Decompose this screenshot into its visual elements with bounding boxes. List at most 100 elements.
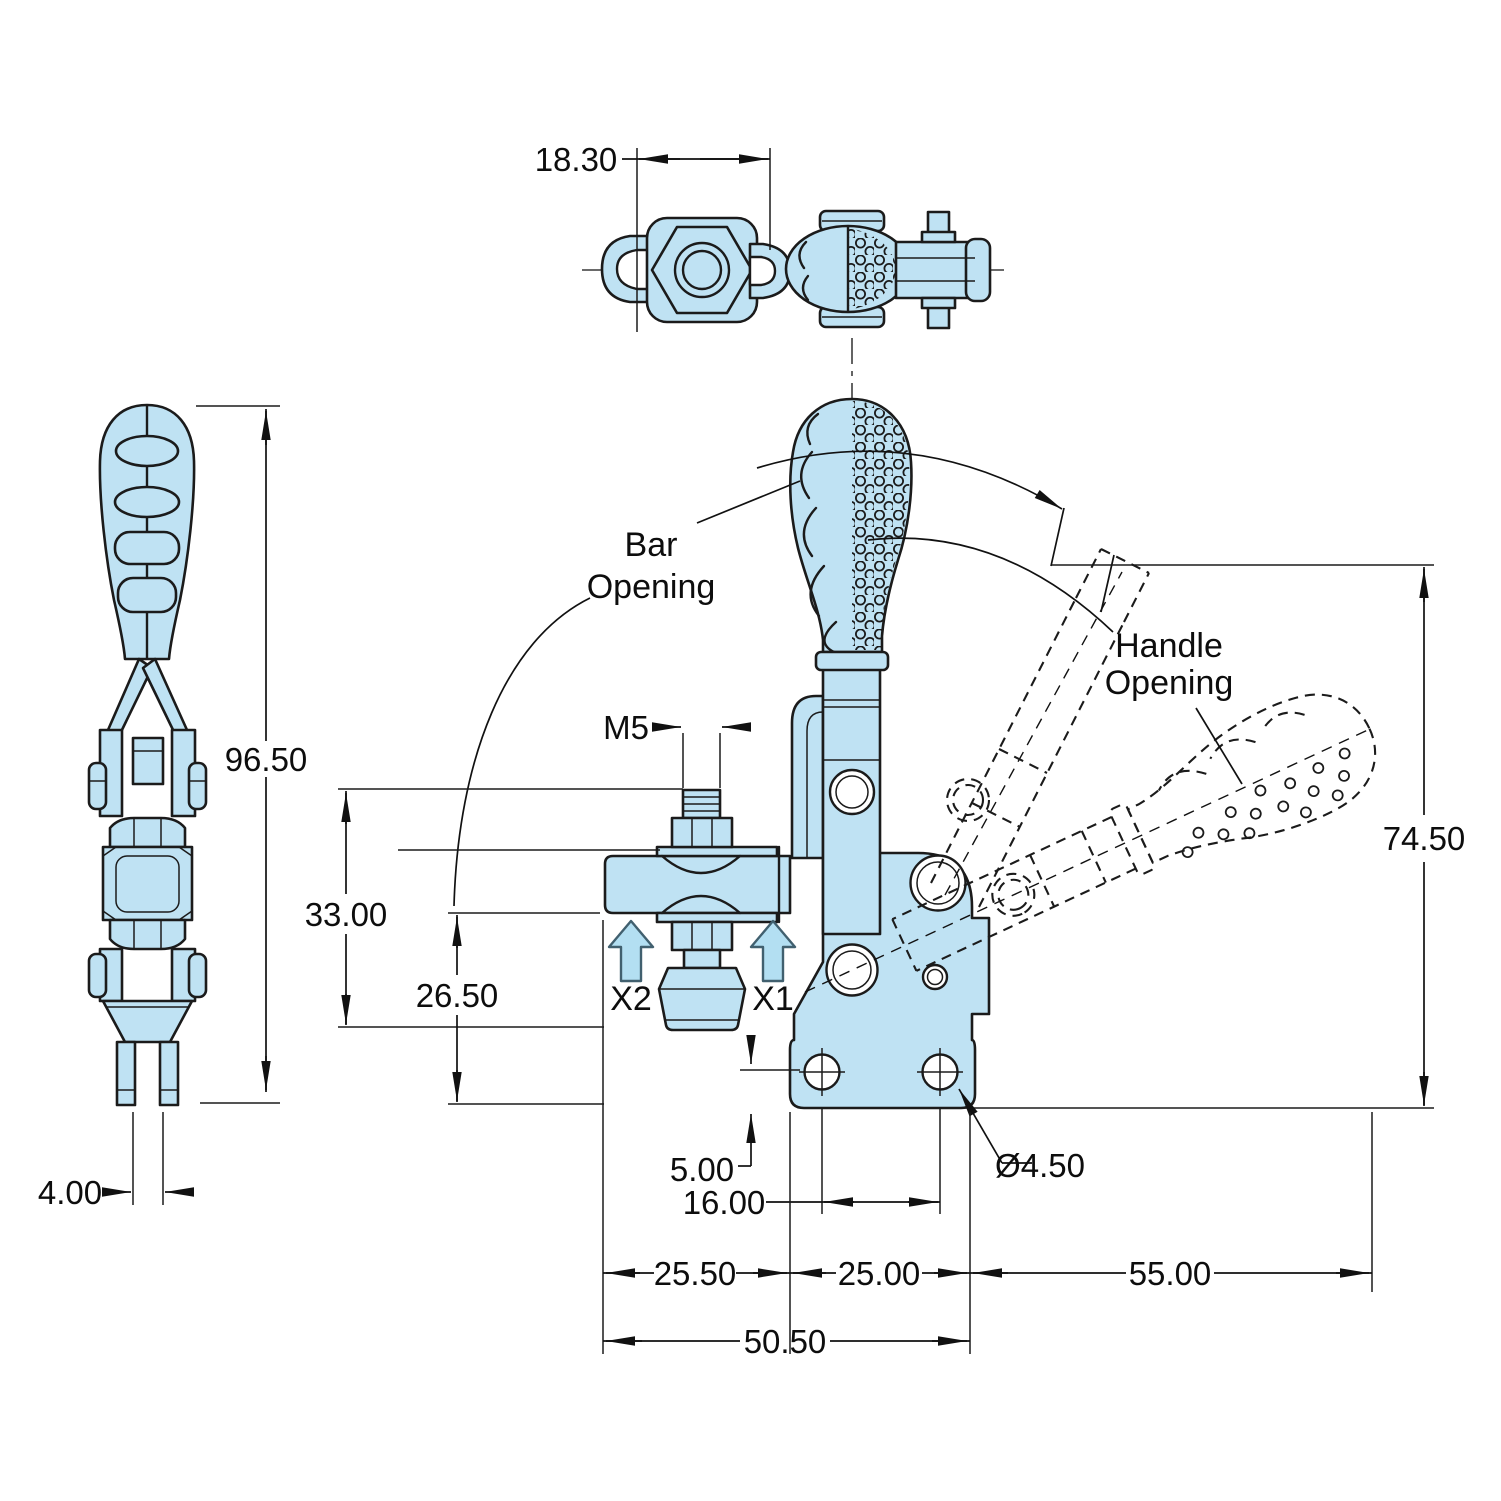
link-arm-top	[894, 240, 978, 300]
dim-spindle-height-text: 33.00	[305, 896, 388, 933]
side-hex-upper	[108, 816, 187, 849]
front-view	[603, 338, 991, 1110]
grip-scallop-0	[806, 412, 820, 446]
knob-scallop-a	[798, 240, 808, 270]
spindle-circle-inner	[681, 249, 723, 291]
blk-c1	[102, 846, 117, 857]
dim-open-height: 74.50	[960, 564, 1466, 1109]
side-block-inner	[115, 855, 180, 913]
stud-bottom	[920, 296, 957, 330]
spindle-foot	[657, 966, 747, 1032]
side-prong-left	[115, 1040, 137, 1107]
spindle-nut-lower	[670, 920, 734, 952]
dim-base-overall-text: 50.50	[744, 1323, 827, 1360]
body-ear-inner	[806, 711, 824, 858]
blk-c3	[102, 910, 117, 921]
dim-fork-width-text: 4.00	[38, 1174, 102, 1211]
dim-bar-height: 26.50	[416, 912, 604, 1105]
open-handle-axis	[804, 727, 1373, 993]
handle-opening-arc	[867, 537, 1114, 633]
force-arrows: X2 X1	[607, 919, 797, 1018]
bar-opening-label-1: Bar	[625, 526, 678, 564]
handle-grip-dots	[852, 401, 910, 650]
side-hex-lower	[108, 918, 187, 951]
x2-arrow	[607, 919, 655, 983]
dim-base-width-text: 25.00	[838, 1255, 921, 1292]
bar-opening-label-2: Opening	[587, 568, 716, 606]
bar-opening-leader	[696, 480, 801, 524]
dim-left-overhang-text: 25.50	[654, 1255, 737, 1292]
open-limit-tick-1	[1050, 507, 1065, 567]
open-bar-rod	[930, 548, 1150, 908]
knob-top-dots	[848, 228, 896, 310]
bar-cradle-top	[660, 854, 742, 875]
grip-groove-3	[113, 530, 181, 566]
dim-hole-spacing-text: 16.00	[683, 1184, 766, 1221]
dim-spindle-height: 33.00	[305, 788, 683, 1028]
lower-pivot-inner	[832, 950, 872, 990]
dim-fork-width: 4.00	[38, 1112, 194, 1211]
bar-plate-bottom	[655, 911, 779, 924]
upper-pivot-outer	[909, 854, 967, 912]
x2-label: X2	[610, 980, 652, 1018]
upper-pivot-inner	[916, 861, 960, 905]
side-bolt-ul	[87, 761, 108, 811]
dim-hole-offset: 5.00	[670, 1035, 800, 1188]
side-bolt-lr	[187, 952, 208, 999]
dim-hole-offset-text: 5.00	[670, 1151, 734, 1188]
dim-overall-height: 96.50	[196, 405, 308, 1104]
dim-overall-height-text: 96.50	[225, 741, 308, 778]
grip-groove-2	[113, 485, 181, 519]
bar-cradle-bottom	[660, 894, 742, 915]
right-loop-slot	[748, 255, 777, 287]
side-strut-right	[141, 657, 189, 736]
grip-collar	[814, 650, 890, 672]
dim-bar-height-text: 26.50	[416, 977, 499, 1014]
dim-top-width-text: 18.30	[535, 141, 618, 178]
dim-top-width: 18.30	[535, 141, 771, 332]
stud-top	[920, 210, 957, 244]
open-bar-axis	[944, 571, 1123, 896]
handle-opening-leader	[1195, 707, 1243, 785]
handle-opening-label-2: Opening	[1105, 664, 1234, 702]
dim-hole-diameter-text: Ø4.50	[995, 1147, 1085, 1184]
open-position-dashed	[804, 548, 1377, 993]
grip-groove-1	[114, 434, 180, 468]
open-handle-dots	[1181, 747, 1351, 859]
dim-open-height-text: 74.50	[1383, 820, 1466, 857]
blk-c4	[178, 910, 193, 921]
bar-plate-top	[655, 845, 779, 858]
spindle-nut-upper	[670, 816, 734, 849]
handle-opening-label-1: Handle	[1115, 627, 1223, 665]
spindle-collar	[682, 948, 722, 970]
grip-scallop-4	[823, 620, 838, 654]
top-view	[582, 209, 1004, 330]
dim-bottom-rows: 25.50 25.00 55.00 50.50	[602, 920, 1373, 1360]
side-stem	[131, 736, 165, 786]
side-view	[87, 403, 208, 1107]
clamp-bar	[603, 854, 792, 915]
side-bolt-ll	[87, 952, 108, 999]
motion-arcs: Bar Opening Handle Opening	[398, 450, 1243, 907]
shaft-hole-inner	[835, 775, 869, 809]
open-handle	[891, 693, 1377, 972]
grip-scallop-2	[802, 506, 818, 558]
x1-label: X1	[752, 980, 794, 1018]
small-hole-outer	[921, 963, 949, 991]
small-hole-inner	[926, 968, 944, 986]
hex-nut-top	[650, 225, 754, 315]
dim-hole-spacing: 16.00	[683, 1184, 940, 1221]
dim-thread-text: M5	[603, 709, 649, 746]
spindle-circle-outer	[673, 241, 731, 299]
x1-arrow	[749, 919, 797, 983]
blk-c2	[178, 846, 193, 857]
dim-handle-reach-text: 55.00	[1129, 1255, 1212, 1292]
link-arm-cap	[964, 237, 992, 303]
knob-scallop-b	[801, 274, 810, 302]
lower-pivot-outer	[825, 943, 879, 997]
grip-groove-4	[116, 576, 178, 614]
side-bolt-ur	[187, 761, 208, 811]
side-prong-right	[158, 1040, 180, 1107]
